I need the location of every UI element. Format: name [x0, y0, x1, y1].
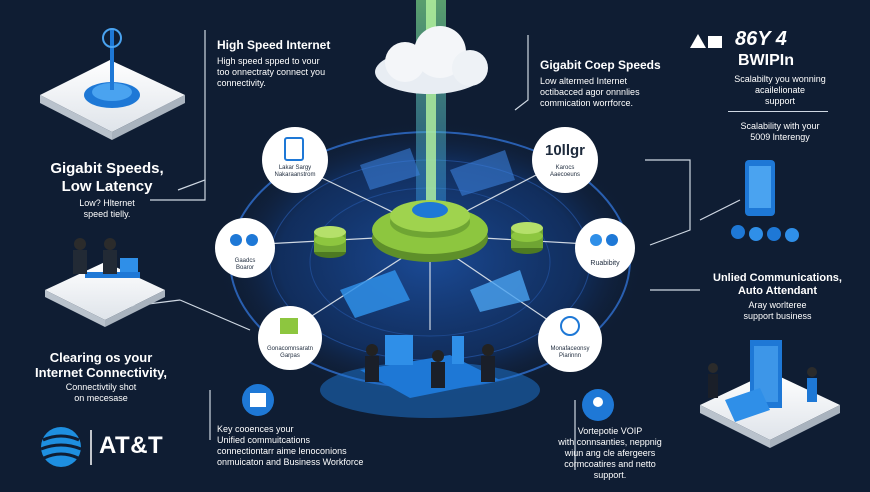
top-right-body-line: support — [764, 96, 796, 106]
voip-body-line: support. — [593, 470, 627, 480]
node-label-bottom-right: Monafaceonsy Piarinnn — [540, 346, 600, 360]
node-label-line: Lakar Sargy — [278, 165, 312, 171]
speed-title: Gigabit Speeds, Low Latency — [47, 160, 167, 196]
central-hub — [372, 200, 488, 262]
node-label-line: Gonacomnsaratn — [266, 346, 314, 352]
shield-icon — [280, 318, 298, 334]
node-label-line: Karocs — [555, 165, 575, 171]
network-icon — [590, 234, 602, 246]
high-speed-body-line: High speed spped to vour — [217, 56, 320, 66]
clearing-title-line: Clearing os your — [49, 350, 153, 365]
node-label-line: Gaadcs — [234, 258, 256, 264]
user-icon — [560, 316, 580, 336]
node-label-line: Boaror — [235, 265, 254, 271]
cloud-icon — [375, 26, 488, 94]
gigabit-core-body-line: octibacced agor onnnlies — [540, 87, 640, 97]
bottom-center-body-line: onmuicaton and Business Workforce — [217, 457, 364, 467]
tile-antenna — [40, 28, 185, 140]
tile-building — [700, 340, 840, 448]
gigabit-core-body-line: Low altermed Internet — [540, 76, 628, 86]
globe-icon — [40, 427, 82, 467]
voip-body-line: cormcoatires and netto — [564, 459, 656, 469]
clearing-body-line: on mecesase — [74, 393, 128, 403]
tile-office — [45, 238, 165, 327]
phone-devices — [731, 160, 799, 242]
people-icon — [230, 234, 242, 246]
high-speed-body: High speed spped to vour too onnectraty … — [217, 56, 367, 89]
gigabit-core-body: Low altermed Internet octibacced agor on… — [540, 76, 670, 109]
speed-body-line: Low? Hlternet — [79, 198, 135, 208]
bottom-center-body: Key cooences your Unified commuitcations… — [217, 424, 417, 468]
top-right-body: Scalabilty you wonning acailelionate sup… — [705, 74, 855, 107]
node-label-top-right: Karocs Aaecoeuns — [535, 165, 595, 179]
speed-body-line: speed tielly. — [83, 209, 131, 219]
uc-body-line: Aray worlteree — [748, 300, 807, 310]
speed-body: Low? Hlternet speed tielly. — [62, 198, 152, 220]
node-label-line: Monafaceonsy — [550, 346, 590, 352]
brand-name: AT&T — [99, 432, 164, 459]
uc-title: Unlied Communications, Auto Attendant — [690, 272, 865, 298]
voip-body-line: wiun ang cle afergeers — [564, 448, 656, 458]
high-speed-body-line: too onnectraty connect you — [217, 67, 326, 77]
uc-title-line: Unlied Communications, — [713, 272, 842, 284]
top-right-heading-line: 86Y 4 — [735, 28, 787, 50]
bottom-center-body-line: connectiontarr aime lenoconions — [217, 446, 347, 456]
clearing-title: Clearing os your Internet Connectivity, — [26, 350, 176, 380]
node-value-top-right: 10llgr — [544, 142, 586, 159]
clearing-title-line: Internet Connectivity, — [35, 365, 167, 380]
bottom-center-body-line: Key cooences your — [217, 424, 294, 434]
signal-icon — [690, 34, 722, 48]
node-label-line: Aaecoeuns — [549, 172, 581, 178]
node-label-mid-left: Gaadcs Boaror — [220, 258, 270, 272]
node-label-mid-right: Ruabibity — [590, 260, 620, 267]
clearing-body: Connectivtily shot on mecesase — [46, 382, 156, 404]
voip-title: Vortepotie VOIP — [577, 426, 643, 436]
top-right-body-line: Scalabilty you wonning — [734, 74, 826, 84]
bottom-center-body-line: Unified commuitcations — [217, 435, 311, 445]
node-label-line: Garpas — [280, 353, 300, 359]
document-icon — [284, 137, 304, 161]
top-right-body-line: acailelionate — [754, 85, 806, 95]
high-speed-title: High Speed Internet — [217, 38, 331, 52]
clearing-body-line: Connectivtily shot — [65, 382, 137, 392]
node-label-top-left: Lakar Sargy Nakaraanstrom — [265, 165, 325, 179]
speed-title-line: Low Latency — [61, 178, 153, 195]
server-stack-right — [511, 222, 543, 254]
scalability-body-line: Scalability with your — [740, 121, 820, 131]
node-label-bottom-left: Gonacomnsaratn Garpas — [260, 346, 320, 360]
voip-body-line: with connsanties, neppnig — [558, 437, 662, 447]
top-right-heading: 86Y 4 — [735, 28, 787, 50]
scalability-body-line: 5009 lnterengy — [750, 132, 810, 142]
voip-block: Vortepotie VOIP with connsanties, neppni… — [540, 426, 680, 481]
uc-title-line: Auto Attendant — [737, 285, 818, 297]
gigabit-core-body-line: commication worrforce. — [540, 98, 634, 108]
meeting-scene — [360, 335, 500, 398]
uc-body-line: support business — [743, 311, 812, 321]
scalability-body: Scalability with your 5009 lnterengy — [705, 121, 855, 143]
high-speed-body-line: connectivity. — [217, 78, 266, 88]
speed-title-line: Gigabit Speeds, — [50, 160, 164, 177]
node-label-line: Nakaraanstrom — [274, 172, 316, 178]
top-right-subheading: BWIPIn — [738, 52, 794, 69]
uc-body: Aray worlteree support business — [710, 300, 845, 322]
gigabit-core-title: Gigabit Coep Speeds — [540, 58, 661, 72]
node-label-line: Piarinnn — [558, 353, 581, 359]
server-stack-left — [314, 226, 346, 258]
divider — [728, 111, 828, 112]
